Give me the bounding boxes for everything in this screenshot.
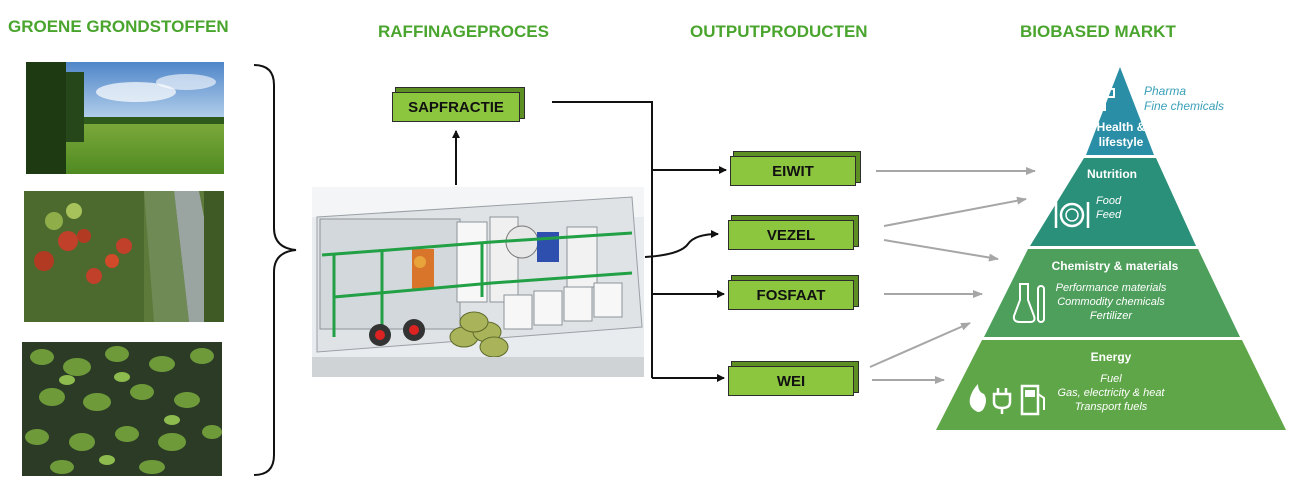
health-label: Health & lifestyle: [1096, 120, 1146, 149]
pyramid-tier-nutrition: [1030, 158, 1196, 246]
arrow-to-vezel: [644, 230, 719, 258]
box-sapfractie: SAPFRACTIE: [392, 92, 520, 122]
plate-cutlery-icon: [1052, 198, 1092, 230]
energy-items: Fuel Gas, electricity & heat Transport f…: [1057, 373, 1165, 413]
refinery-illustration: [312, 187, 644, 377]
photo-greenhouse: [24, 191, 224, 322]
heading-grondstoffen: GROENE GRONDSTOFFEN: [8, 17, 229, 36]
chemistry-title: Chemistry & materials: [1051, 259, 1179, 273]
pyramid-tier-chemistry: [984, 249, 1240, 337]
pyramid-tier-energy: [936, 340, 1286, 430]
chemistry-items: Performance materials Commodity chemical…: [1055, 282, 1167, 322]
heading-output: OUTPUTPRODUCTEN: [690, 22, 868, 41]
medical-icon: [1086, 78, 1116, 112]
arrow-wei-market-1: [869, 322, 971, 368]
heading-raffinage: RAFFINAGEPROCES: [378, 22, 549, 41]
energy-icons: [966, 380, 1056, 416]
nutrition-items: Food Feed: [1096, 195, 1122, 221]
box-eiwit: EIWIT: [730, 156, 856, 186]
heading-markt: BIOBASED MARKT: [1020, 22, 1176, 41]
photo-grassland: [26, 62, 224, 174]
flask-icon: [1012, 280, 1048, 328]
box-fosfaat: FOSFAAT: [728, 280, 854, 310]
pyramid-tier-health: [1086, 67, 1154, 155]
box-wei: WEI: [728, 366, 854, 396]
energy-title: Energy: [1090, 350, 1132, 364]
nutrition-title: Nutrition: [1087, 167, 1137, 181]
curly-brace: [253, 64, 297, 476]
arrow-vezel-market-1: [883, 196, 1027, 227]
arrow-vezel-market-2: [883, 239, 999, 262]
photo-aquatic-plants: [22, 342, 222, 476]
box-vezel: VEZEL: [728, 220, 854, 250]
pharma-label: Pharma Fine chemicals: [1144, 84, 1225, 113]
distribution-line: [552, 101, 653, 378]
